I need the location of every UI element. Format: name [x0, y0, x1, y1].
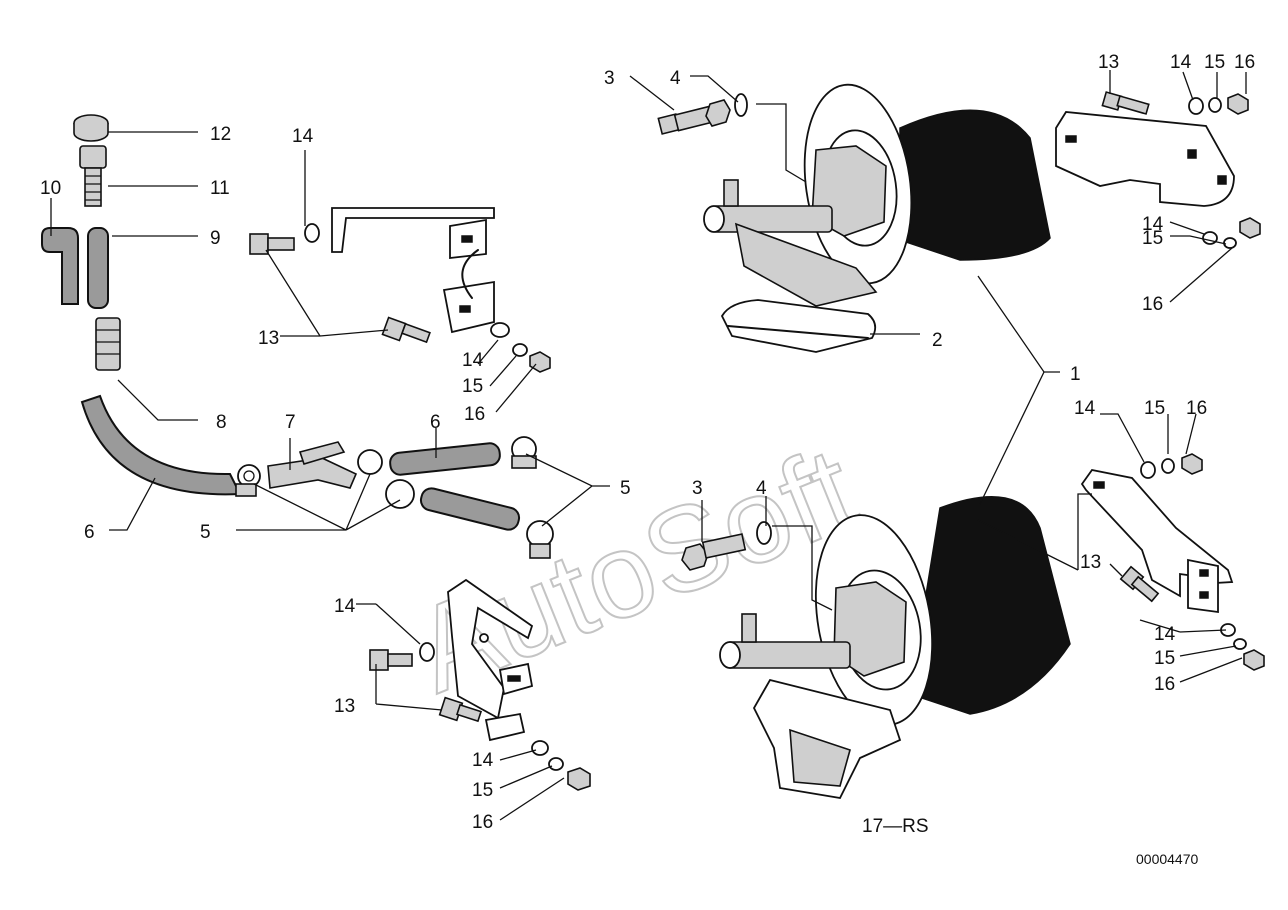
leader-lines [50, 70, 1247, 821]
callout-6-mid: 6 [430, 412, 441, 433]
callout-8: 8 [216, 412, 227, 433]
callout-13-right-upper: 13 [1098, 52, 1119, 73]
bolt-part-13-lower-2 [438, 696, 483, 723]
callout-14-right-lower: 14 [1074, 398, 1096, 419]
hose-part-6-long [80, 394, 242, 496]
callout-4-upper: 4 [670, 68, 681, 89]
callout-15-right-upper: 15 [1204, 52, 1225, 73]
hose-clamp-left [235, 464, 261, 497]
bolt-part-13-right-upper [1101, 91, 1150, 115]
callout-12: 12 [210, 124, 231, 145]
brake-booster-lower [719, 496, 1071, 799]
bracket-lower-right [1080, 469, 1234, 614]
callout-15-lower: 15 [472, 780, 493, 801]
callout-6-left: 6 [84, 522, 95, 543]
callout-15-right-upper-2: 15 [1142, 228, 1163, 249]
hose-part-6-lower [419, 487, 521, 531]
bolt-part-3-upper [657, 99, 731, 135]
callout-3-upper: 3 [604, 68, 615, 89]
nut-stack-right-lower [1140, 453, 1265, 671]
callout-7: 7 [285, 412, 296, 433]
callout-11: 11 [210, 178, 230, 199]
callout-16-right-upper-2: 16 [1142, 294, 1163, 315]
callout-5-left: 5 [200, 522, 211, 543]
bracket-lower-left [447, 578, 534, 742]
callout-16-right-lower: 16 [1186, 398, 1207, 419]
figure-caption: 17—RS [862, 816, 929, 837]
washer-part-14-upper [304, 223, 320, 243]
washer-part-4-lower [756, 521, 772, 545]
nut-stack-upper [490, 322, 551, 373]
tee-piece-part-7 [267, 441, 358, 489]
callout-1: 1 [1070, 364, 1081, 385]
callout-15-right-lower: 15 [1144, 398, 1165, 419]
callout-2: 2 [932, 330, 943, 351]
washer-part-14-lower [419, 642, 435, 662]
washer-part-4-upper [734, 93, 748, 117]
bolt-part-13-lower [369, 649, 413, 671]
brake-booster-upper [703, 83, 1051, 353]
cap-part-12 [73, 114, 109, 142]
hose-part-10 [41, 227, 79, 305]
bracket-upper-left [331, 207, 495, 334]
callout-15-right-lower-2: 15 [1154, 648, 1175, 669]
nut-stack-lower [531, 740, 591, 791]
callout-13-right-lower: 13 [1080, 552, 1101, 573]
callout-14-right-lower-2: 14 [1154, 624, 1176, 645]
callout-13-lower: 13 [334, 696, 355, 717]
bracket-upper-right [1055, 111, 1235, 207]
callout-5-right: 5 [620, 478, 631, 499]
callout-4-lower: 4 [756, 478, 767, 499]
connector-part-8 [95, 317, 121, 371]
callout-9: 9 [210, 228, 221, 249]
callout-14-upper-2: 14 [462, 350, 484, 371]
callout-14-right-upper-2: 14 [1142, 214, 1164, 235]
callout-3-lower: 3 [692, 478, 703, 499]
callout-13-upper: 13 [258, 328, 279, 349]
callout-labels: 12 11 10 9 8 6 7 6 5 5 14 13 14 15 16 14… [40, 52, 1255, 833]
hose-part-6-upper [389, 442, 501, 476]
callout-16-lower: 16 [472, 812, 493, 833]
callout-14-right-upper: 14 [1170, 52, 1192, 73]
callout-10: 10 [40, 178, 61, 199]
callout-14-upper: 14 [292, 126, 314, 147]
callout-16-right-lower-2: 16 [1154, 674, 1175, 695]
valve-part-11 [79, 145, 107, 207]
clamps-part-5 [357, 436, 554, 559]
bolt-part-13-right-lower [1119, 565, 1160, 603]
callout-15-upper: 15 [462, 376, 483, 397]
callout-16-right-upper: 16 [1234, 52, 1255, 73]
bolt-part-3-lower [681, 533, 747, 571]
document-number: 00004470 [1136, 851, 1199, 867]
bolt-part-13-upper-2 [381, 316, 431, 344]
bolt-part-13-upper [249, 233, 295, 255]
callout-14-lower-2: 14 [472, 750, 494, 771]
callout-16-upper: 16 [464, 404, 485, 425]
hose-part-9 [87, 227, 109, 309]
callout-14-lower: 14 [334, 596, 356, 617]
